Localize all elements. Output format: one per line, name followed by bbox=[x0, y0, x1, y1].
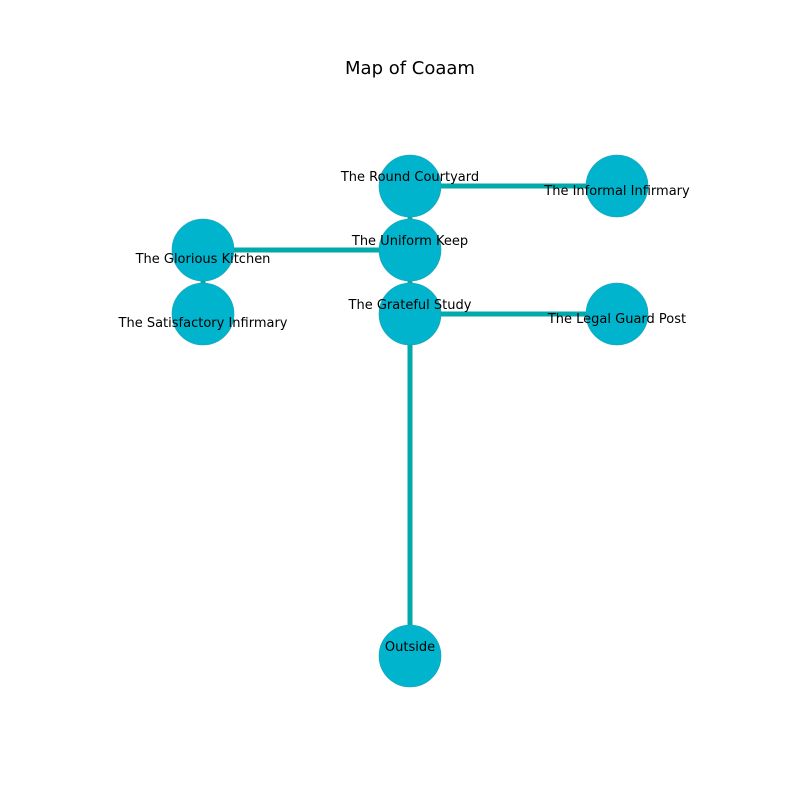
node-legal_guard_post bbox=[585, 282, 649, 346]
node-label-grateful_study: The Grateful Study bbox=[348, 298, 472, 313]
node-label-informal_infirmary: The Informal Infirmary bbox=[543, 184, 690, 199]
diagram-title: Map of Coaam bbox=[345, 58, 475, 79]
node-satisfactory_infirmary bbox=[171, 282, 235, 346]
node-label-round_courtyard: The Round Courtyard bbox=[340, 170, 479, 185]
node-informal_infirmary bbox=[585, 154, 649, 218]
node-uniform_keep bbox=[378, 218, 442, 282]
node-round_courtyard bbox=[378, 154, 442, 218]
node-glorious_kitchen bbox=[171, 218, 235, 282]
node-label-glorious_kitchen: The Glorious Kitchen bbox=[135, 252, 271, 267]
node-label-satisfactory_infirmary: The Satisfactory Infirmary bbox=[118, 316, 288, 331]
node-label-outside: Outside bbox=[385, 640, 435, 655]
node-label-legal_guard_post: The Legal Guard Post bbox=[547, 312, 686, 327]
node-layer bbox=[171, 154, 649, 688]
edge-layer bbox=[200, 183, 617, 656]
node-grateful_study bbox=[378, 282, 442, 346]
node-label-uniform_keep: The Uniform Keep bbox=[351, 234, 468, 249]
node-outside bbox=[378, 624, 442, 688]
